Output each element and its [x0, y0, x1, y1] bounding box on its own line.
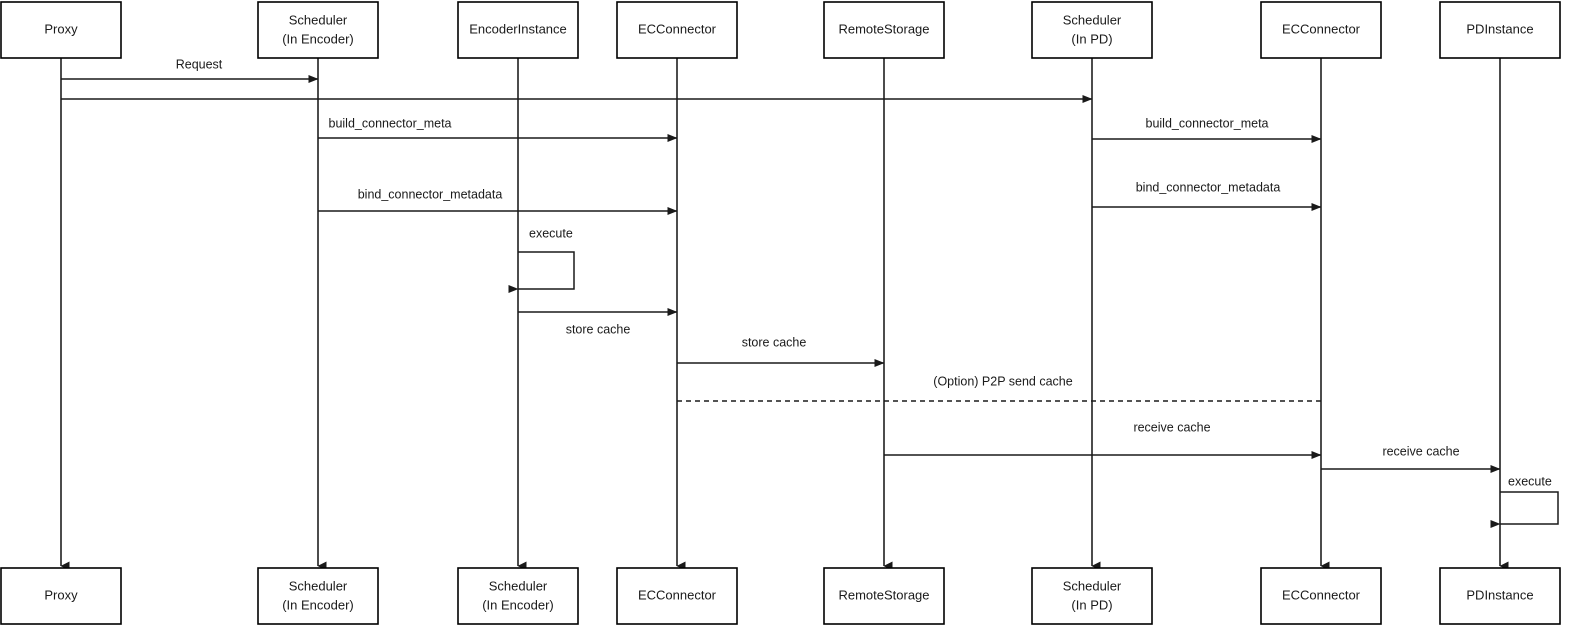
- messages-layer: Request build_connector_meta build_connect…: [61, 57, 1501, 473]
- message-store-cache-encoder-to-connector: store cache: [518, 308, 678, 336]
- participant-footer-label-scheduler-in-encoder: Scheduler: [289, 578, 348, 593]
- participant-header-label-pd-instance: PDInstance: [1466, 21, 1533, 36]
- participant-footer-rect-scheduler-in-encoder[interactable]: [257, 567, 379, 625]
- message-label-receive-cache-connector-to-pd: receive cache: [1382, 444, 1459, 458]
- message-store-cache-connector-to-storage: store cache: [677, 335, 885, 367]
- participant-footer-rect-ec-connector-pd[interactable]: [1260, 567, 1382, 625]
- participant-header-rect-scheduler-in-encoder[interactable]: [257, 1, 379, 59]
- participant-footer-sublabel-scheduler-in-encoder-2: (In Encoder): [482, 597, 554, 612]
- message-bind-connector-metadata-encoder: bind_connector_metadata: [318, 187, 678, 215]
- participant-footer-rect-remote-storage[interactable]: [823, 567, 945, 625]
- message-label-bind-connector-metadata-encoder: bind_connector_metadata: [358, 187, 503, 201]
- participant-footer-sublabel-scheduler-in-encoder: (In Encoder): [282, 597, 354, 612]
- participant-footer-proxy[interactable]: Proxy: [0, 567, 122, 625]
- participant-footer-label-ec-connector-pd: ECConnector: [1282, 587, 1361, 602]
- message-receive-cache-storage-to-connector: receive cache: [884, 420, 1322, 459]
- participant-header-scheduler-in-pd[interactable]: Scheduler (In PD): [1031, 1, 1153, 59]
- self-message-path-execute-pd: [1490, 491, 1559, 528]
- message-label-store-cache-connector-to-storage: store cache: [742, 335, 807, 349]
- participant-header-label-ec-connector-pd: ECConnector: [1282, 21, 1361, 36]
- participant-footer-label-proxy: Proxy: [44, 587, 78, 602]
- participant-header-scheduler-in-encoder[interactable]: Scheduler (In Encoder): [257, 1, 379, 59]
- participant-footer-scheduler-in-pd[interactable]: Scheduler (In PD): [1031, 567, 1153, 625]
- participant-header-ec-connector-pd[interactable]: ECConnector: [1260, 1, 1382, 59]
- footer-participant-boxes: Proxy Scheduler (In Encoder) Scheduler (In E…: [0, 567, 1561, 625]
- participant-footer-label-pd-instance: PDInstance: [1466, 587, 1533, 602]
- participant-footer-label-scheduler-in-pd: Scheduler: [1063, 578, 1122, 593]
- participant-footer-rect-ec-connector-encoder[interactable]: [616, 567, 738, 625]
- participant-header-label-scheduler-in-encoder: Scheduler: [289, 12, 348, 27]
- message-p2p-send-cache: (Option) P2P send cache: [677, 374, 1321, 402]
- message-label-request: Request: [176, 57, 223, 71]
- header-participant-boxes: Proxy Scheduler (In Encoder) EncoderInstanc…: [0, 1, 1561, 59]
- self-message-execute-pd: execute: [1490, 474, 1559, 528]
- participant-header-rect-pd-instance[interactable]: [1439, 1, 1561, 59]
- self-message-execute-encoder: execute: [508, 226, 575, 293]
- participant-footer-rect-proxy[interactable]: [0, 567, 122, 625]
- message-build-connector-meta-pd: build_connector_meta: [1092, 116, 1322, 143]
- participant-footer-ec-connector-pd[interactable]: ECConnector: [1260, 567, 1382, 625]
- participant-header-rect-encoder-instance[interactable]: [457, 1, 579, 59]
- participant-header-rect-ec-connector-encoder[interactable]: [616, 1, 738, 59]
- participant-header-rect-remote-storage[interactable]: [823, 1, 945, 59]
- self-messages-layer: execute execute: [508, 226, 1559, 528]
- participant-footer-label-remote-storage: RemoteStorage: [838, 587, 929, 602]
- participant-header-sublabel-scheduler-in-encoder: (In Encoder): [282, 31, 354, 46]
- message-label-build-connector-meta-pd: build_connector_meta: [1146, 116, 1269, 130]
- participant-header-ec-connector-encoder[interactable]: ECConnector: [616, 1, 738, 59]
- participant-footer-rect-scheduler-in-encoder-2[interactable]: [457, 567, 579, 625]
- participant-header-label-remote-storage: RemoteStorage: [838, 21, 929, 36]
- participant-header-label-scheduler-in-pd: Scheduler: [1063, 12, 1122, 27]
- self-message-label-execute-encoder: execute: [529, 226, 573, 240]
- participant-header-encoder-instance[interactable]: EncoderInstance: [457, 1, 579, 59]
- message-label-build-connector-meta-encoder: build_connector_meta: [329, 116, 452, 130]
- participant-header-label-ec-connector-encoder: ECConnector: [638, 21, 717, 36]
- message-request: Request: [61, 57, 319, 83]
- participant-footer-label-scheduler-in-encoder-2: Scheduler: [489, 578, 548, 593]
- participant-header-pd-instance[interactable]: PDInstance: [1439, 1, 1561, 59]
- self-message-path-execute-encoder: [508, 251, 575, 293]
- message-label-store-cache-encoder-to-connector: store cache: [566, 322, 631, 336]
- participant-header-label-proxy: Proxy: [44, 21, 78, 36]
- participant-header-rect-proxy[interactable]: [0, 1, 122, 59]
- message-bind-connector-metadata-pd: bind_connector_metadata: [1092, 180, 1322, 211]
- participant-footer-label-ec-connector-encoder: ECConnector: [638, 587, 717, 602]
- participant-footer-pd-instance[interactable]: PDInstance: [1439, 567, 1561, 625]
- participant-header-proxy[interactable]: Proxy: [0, 1, 122, 59]
- participant-header-remote-storage[interactable]: RemoteStorage: [823, 1, 945, 59]
- participant-footer-ec-connector-encoder[interactable]: ECConnector: [616, 567, 738, 625]
- participant-footer-remote-storage[interactable]: RemoteStorage: [823, 567, 945, 625]
- participant-footer-sublabel-scheduler-in-pd: (In PD): [1071, 597, 1112, 612]
- message-label-p2p-send-cache: (Option) P2P send cache: [933, 374, 1072, 388]
- message-build-connector-meta-encoder: build_connector_meta: [318, 116, 678, 142]
- participant-footer-rect-scheduler-in-pd[interactable]: [1031, 567, 1153, 625]
- message-receive-cache-connector-to-pd: receive cache: [1321, 444, 1501, 473]
- participant-footer-rect-pd-instance[interactable]: [1439, 567, 1561, 625]
- lifelines-layer: [60, 58, 1509, 571]
- participant-header-rect-ec-connector-pd[interactable]: [1260, 1, 1382, 59]
- message-label-receive-cache-storage-to-connector: receive cache: [1133, 420, 1210, 434]
- message-label-bind-connector-metadata-pd: bind_connector_metadata: [1136, 180, 1281, 194]
- participant-header-sublabel-scheduler-in-pd: (In PD): [1071, 31, 1112, 46]
- participant-footer-scheduler-in-encoder[interactable]: Scheduler (In Encoder): [257, 567, 379, 625]
- participant-header-label-encoder-instance: EncoderInstance: [469, 21, 567, 36]
- participant-header-rect-scheduler-in-pd[interactable]: [1031, 1, 1153, 59]
- self-message-label-execute-pd: execute: [1508, 474, 1552, 488]
- participant-footer-scheduler-in-encoder-2[interactable]: Scheduler (In Encoder): [457, 567, 579, 625]
